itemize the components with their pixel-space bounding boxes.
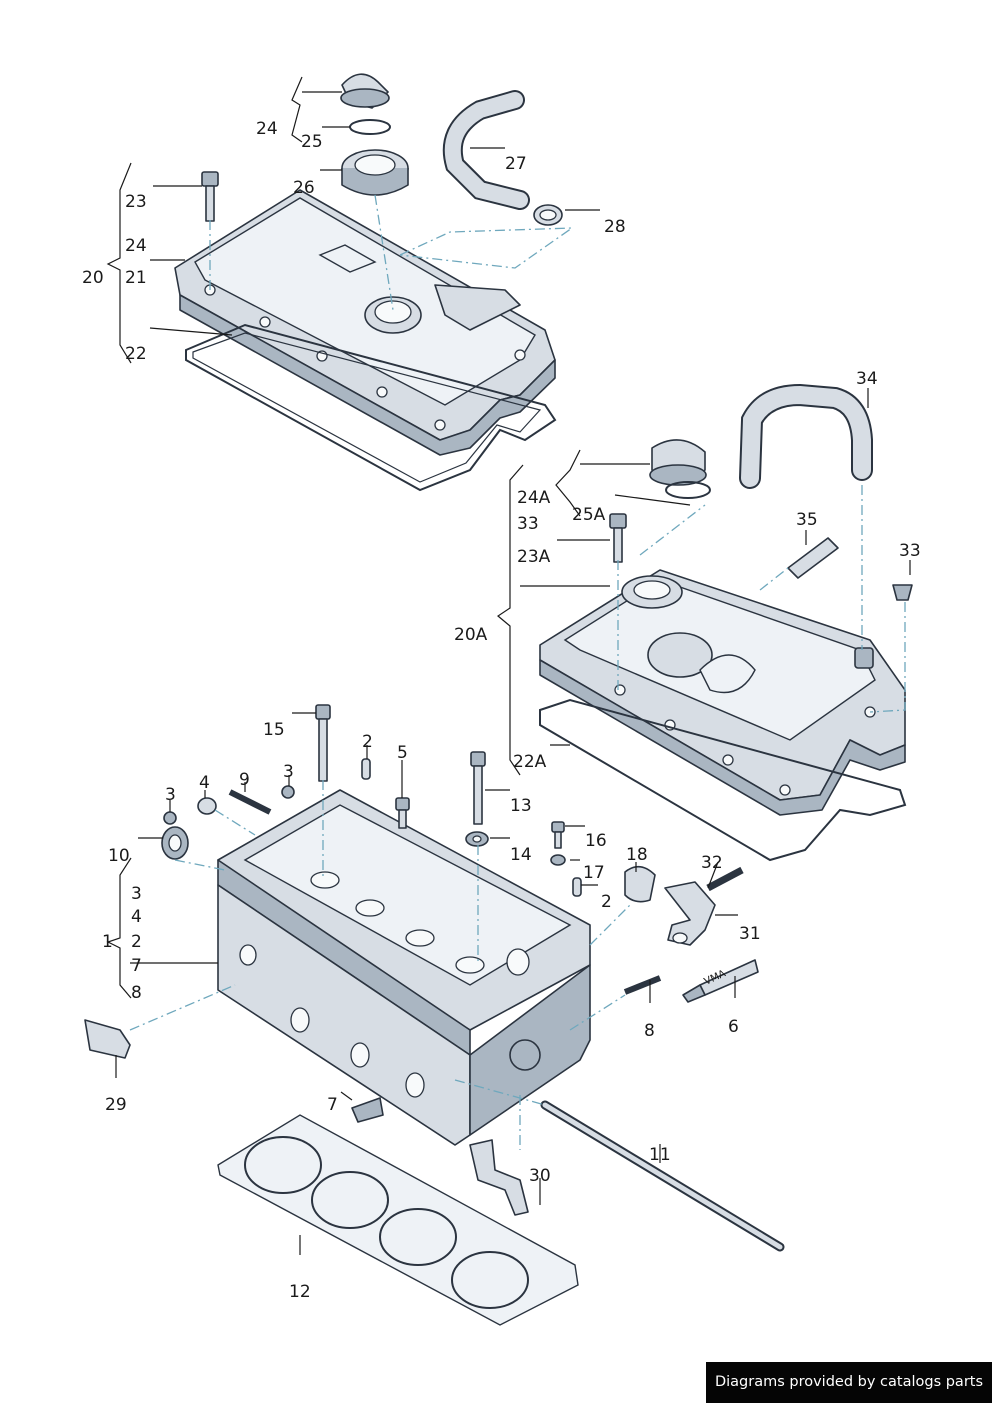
part-label-29: 29 bbox=[105, 1095, 127, 1115]
part-label-27: 27 bbox=[505, 154, 527, 174]
part-label-2-b: 2 bbox=[601, 892, 612, 912]
valve-cover-gasket-upper bbox=[185, 323, 557, 492]
part-label-15: 15 bbox=[263, 720, 285, 740]
part-label-16: 16 bbox=[585, 831, 607, 851]
oil-filler-cap-a bbox=[649, 439, 711, 499]
cylinder-head bbox=[217, 789, 591, 1146]
part-label-33-a: 33 bbox=[517, 514, 539, 534]
part-label-4-a: 4 bbox=[199, 773, 210, 793]
part-label-21: 21 bbox=[125, 268, 147, 288]
part-label-8-a: 8 bbox=[131, 983, 142, 1003]
leader-lines bbox=[106, 76, 911, 1255]
part-label-8-b: 8 bbox=[644, 1021, 655, 1041]
small-parts-right bbox=[609, 513, 913, 601]
part-label-33-b: 33 bbox=[899, 541, 921, 561]
part-label-14: 14 bbox=[510, 845, 532, 865]
breather-hose-lower bbox=[739, 383, 873, 489]
part-label-25: 25 bbox=[301, 132, 323, 152]
part-label-10: 10 bbox=[108, 846, 130, 866]
valve-cover-gasket-lower bbox=[539, 698, 907, 862]
part-label-32: 32 bbox=[701, 853, 723, 873]
part-label-26: 26 bbox=[293, 178, 315, 198]
part-label-7-a: 7 bbox=[131, 956, 142, 976]
part-labels: 24 25 26 27 28 23 24 20 21 22 34 24A 25A… bbox=[82, 119, 921, 1302]
part-label-2-c: 2 bbox=[131, 932, 142, 952]
brackets bbox=[84, 1019, 529, 1216]
part-label-9: 9 bbox=[239, 770, 250, 790]
part-label-31: 31 bbox=[739, 924, 761, 944]
part-label-1: 1 bbox=[102, 932, 113, 952]
part-label-17: 17 bbox=[583, 863, 605, 883]
part-label-23: 23 bbox=[125, 192, 147, 212]
part-label-11: 11 bbox=[649, 1145, 671, 1165]
part-label-3-c: 3 bbox=[131, 884, 142, 904]
part-label-28: 28 bbox=[604, 217, 626, 237]
part-label-30: 30 bbox=[529, 1166, 551, 1186]
part-label-25A: 25A bbox=[572, 505, 606, 525]
part-label-18: 18 bbox=[626, 845, 648, 865]
part-label-23A: 23A bbox=[517, 547, 551, 567]
valve-cover-lower-right bbox=[539, 569, 906, 816]
credit-banner: Diagrams provided by catalogs parts bbox=[706, 1362, 992, 1403]
part-label-20: 20 bbox=[82, 268, 104, 288]
part-label-35: 35 bbox=[796, 510, 818, 530]
head-bolts bbox=[315, 704, 489, 847]
part-label-24: 24 bbox=[256, 119, 278, 139]
part-label-4-b: 4 bbox=[131, 907, 142, 927]
part-label-22A: 22A bbox=[513, 752, 547, 772]
part-label-22: 22 bbox=[125, 344, 147, 364]
part-label-3-a: 3 bbox=[283, 762, 294, 782]
part-label-20A: 20A bbox=[454, 625, 488, 645]
part-label-24-brace: 24 bbox=[125, 236, 147, 256]
bolt-23 bbox=[201, 171, 219, 222]
part-label-34: 34 bbox=[856, 369, 878, 389]
part-label-6: 6 bbox=[728, 1017, 739, 1037]
head-gasket bbox=[217, 1114, 579, 1326]
part-label-7-b: 7 bbox=[327, 1095, 338, 1115]
part-label-12: 12 bbox=[289, 1282, 311, 1302]
part-label-3-b: 3 bbox=[165, 785, 176, 805]
rod-11 bbox=[540, 1100, 785, 1252]
right-side-parts bbox=[623, 866, 759, 1003]
part-label-5: 5 bbox=[397, 743, 408, 763]
part-label-24A: 24A bbox=[517, 488, 551, 508]
valve-cover-upper bbox=[174, 189, 556, 456]
part-label-13: 13 bbox=[510, 796, 532, 816]
oil-filler-cap bbox=[340, 73, 409, 196]
assembly-lines bbox=[129, 194, 906, 1150]
breather-hose-upper bbox=[442, 90, 563, 226]
part-label-2-a: 2 bbox=[362, 732, 373, 752]
small-parts-head bbox=[161, 758, 656, 903]
